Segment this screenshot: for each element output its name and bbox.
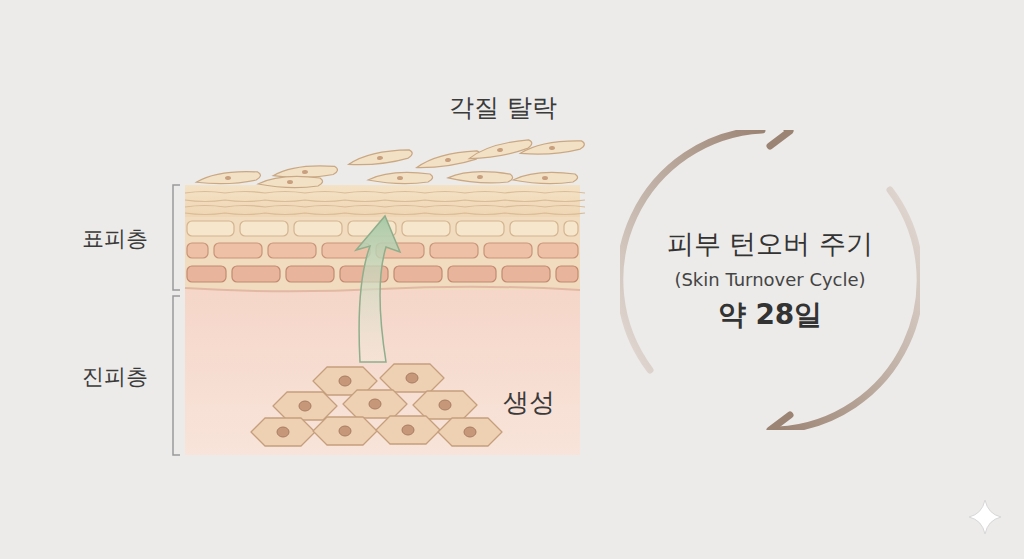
new-cell: [438, 418, 502, 446]
cell-nucleus: [402, 425, 414, 435]
flake: [348, 148, 413, 168]
new-cells: [251, 364, 502, 446]
cell-nucleus: [339, 426, 351, 436]
epidermal-cell: [294, 221, 342, 236]
new-cell: [273, 392, 337, 420]
flake: [448, 170, 513, 183]
flake: [513, 172, 578, 183]
cell-nucleus: [406, 373, 418, 383]
flake-nucleus: [302, 170, 308, 174]
epidermal-cell: [286, 266, 334, 282]
cycle-arrowhead: [770, 415, 790, 430]
new-cell: [413, 391, 477, 419]
epidermal-cell: [510, 221, 558, 236]
corneum-line: [185, 206, 585, 208]
new-cell: [343, 390, 407, 418]
cell-nucleus: [339, 376, 351, 386]
flake-nucleus: [549, 146, 555, 151]
epidermal-cell: [240, 221, 288, 236]
cycle-arrowhead: [770, 130, 790, 146]
flake-nucleus: [497, 147, 504, 152]
sparkle-watermark: [969, 500, 1001, 534]
layer-label: 표피층: [82, 226, 148, 251]
epidermal-cell: [394, 266, 442, 282]
epidermal-cell: [484, 243, 532, 258]
flake: [258, 176, 323, 187]
layer-label: 진피층: [82, 364, 148, 389]
epidermal-cell: [502, 266, 550, 282]
corneum-line: [185, 213, 585, 215]
flaking-cells: [196, 138, 585, 188]
flake-cell: [368, 172, 433, 183]
dermis-border: [185, 287, 580, 292]
epidermal-cell: [402, 221, 450, 236]
epidermal-cell: [430, 243, 478, 258]
epidermal-cell: [214, 243, 262, 258]
flake-nucleus: [397, 176, 403, 180]
cycle-text: 피부 턴오버 주기: [667, 228, 873, 260]
dermis: [185, 288, 580, 455]
cycle-text: 약 28일: [718, 298, 823, 332]
epidermal-cell: [268, 243, 316, 258]
epidermal-cell: [564, 221, 578, 236]
epidermal-cell: [456, 221, 504, 236]
flake-cell: [416, 149, 482, 171]
flake-cell: [258, 176, 323, 187]
new-cell: [313, 417, 377, 445]
cell-nucleus: [439, 400, 451, 410]
flake-cell: [448, 170, 513, 183]
flake-cell: [468, 138, 533, 162]
layer-label: 생성: [503, 388, 555, 418]
flake: [468, 138, 533, 162]
epidermal-cell: [187, 266, 226, 282]
epidermal-cell: [556, 266, 578, 282]
cycle-circle: 피부 턴오버 주기 (Skin Turnover Cycle) 약 28일: [620, 130, 920, 430]
epidermal-cell: [538, 243, 578, 258]
corneum-lines: [185, 192, 585, 215]
flake-nucleus: [542, 176, 548, 180]
new-cell: [380, 364, 444, 392]
flake-cell: [196, 170, 261, 186]
flake-nucleus: [225, 176, 231, 180]
growth-arrow: [356, 216, 400, 362]
new-cell: [251, 418, 315, 446]
flake-nucleus: [287, 180, 293, 184]
flake: [196, 170, 261, 186]
flake-cell: [520, 139, 585, 157]
cycle-text: (Skin Turnover Cycle): [674, 269, 865, 291]
epidermal-cell: [187, 221, 234, 236]
corneum-line: [185, 192, 585, 194]
epidermal-cell: [448, 266, 496, 282]
flake: [368, 172, 433, 183]
layer-bracket: [173, 185, 180, 455]
flake-nucleus: [445, 158, 452, 163]
flake-cell: [348, 148, 413, 168]
corneum-line: [185, 200, 585, 202]
new-cell: [376, 416, 440, 444]
epidermal-cell: [187, 243, 208, 258]
flake-nucleus: [377, 156, 383, 161]
cell-nucleus: [277, 427, 289, 437]
flake: [520, 139, 585, 157]
cell-nucleus: [369, 399, 381, 409]
flake-cell: [513, 172, 578, 183]
cell-nucleus: [464, 427, 476, 437]
flake: [416, 149, 482, 171]
flake-nucleus: [477, 175, 483, 179]
layer-label: 각질 탈락: [449, 94, 557, 123]
epidermal-cell: [232, 266, 280, 282]
cell-nucleus: [299, 401, 311, 411]
